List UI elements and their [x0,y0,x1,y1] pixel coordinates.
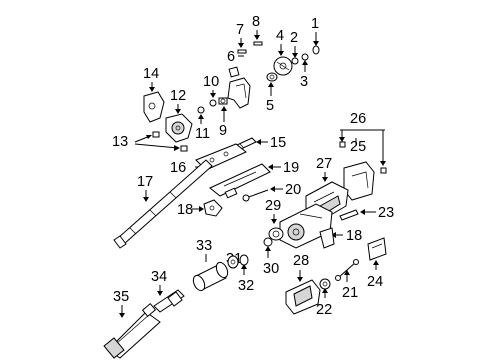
callout-18-right: 18 [346,228,362,244]
callout-14: 14 [143,66,159,82]
part-24-module-icon [367,237,387,261]
part-4-disc-icon [273,56,293,76]
part-19-rail-icon [209,163,271,199]
part-33-cylinder-icon [192,261,229,292]
callout-4: 4 [276,28,284,44]
part-22-cap-icon [319,278,331,290]
callout-11: 11 [195,126,210,142]
callout-18-left: 18 [177,202,193,218]
callout-13: 13 [112,134,128,150]
part-21-rod-icon [335,259,359,281]
part-14-bracket-icon [143,91,165,123]
part-18-bracket-right-icon [319,227,335,249]
callout-19: 19 [283,160,299,176]
callout-17: 17 [137,174,153,190]
part-35-intermediate-shaft-icon [103,303,161,359]
part-13-bolt-icon [152,131,188,152]
callout-12: 12 [170,88,186,104]
callout-34: 34 [151,269,167,285]
part-26-pin-b-icon [380,167,387,174]
callout-20: 20 [285,182,301,198]
part-5-washer-icon [266,72,278,82]
part-10-bushing-icon [209,99,217,107]
part-30-nut-icon [263,237,273,247]
callout-5: 5 [266,98,274,114]
part-32-ring-icon [239,254,249,266]
callout-9: 9 [219,123,227,139]
callout-16: 16 [170,160,186,176]
part-31-washer-icon [227,255,239,269]
part-11-ring-icon [197,106,205,114]
part-2-ring-icon [291,57,299,65]
part-6-housing-icon [227,66,251,109]
part-20-rod-icon [242,189,269,202]
callout-22: 22 [316,302,332,318]
part-8-pin-icon [253,41,263,46]
callout-21: 21 [342,285,358,301]
part-18-clip-left-icon [203,199,223,217]
callout-29: 29 [265,198,281,214]
callout-33: 33 [196,238,212,254]
callout-25: 25 [350,139,366,155]
part-25-switch-icon [343,161,375,201]
callout-27: 27 [316,156,332,172]
part-1-ring-icon [312,45,320,55]
callout-8: 8 [252,14,260,30]
callout-28: 28 [293,253,309,269]
part-26-pin-a-icon [339,141,346,148]
callout-6: 6 [227,49,235,65]
part-17-steering-shaft-icon [113,159,213,249]
part-9-bushing-icon [218,97,228,105]
callout-10: 10 [203,74,219,90]
part-3-clip-icon [301,53,309,61]
part-34-coupling-icon [153,289,185,313]
callout-2: 2 [290,30,298,46]
part-29-column-housing-icon [279,203,333,249]
callout-26: 26 [350,111,366,127]
callout-15: 15 [270,135,286,151]
callout-35: 35 [113,289,129,305]
leader-lines [119,30,386,318]
callout-7: 7 [236,22,244,38]
callout-23: 23 [378,205,394,221]
part-7-pin-icon [237,49,247,54]
callout-1: 1 [311,16,319,32]
callout-24: 24 [367,274,383,290]
part-29-ring-icon [268,227,284,241]
callout-30: 30 [263,261,279,277]
part-12-lock-housing-icon [165,113,193,143]
callout-3: 3 [300,74,308,90]
callout-32: 32 [238,278,254,294]
part-28-bracket-icon [285,279,321,315]
part-23-pin-icon [339,209,359,221]
